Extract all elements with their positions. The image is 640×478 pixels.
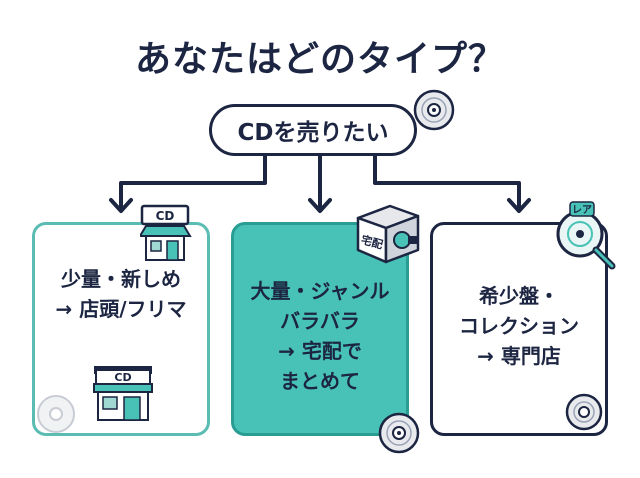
arrow-middle-icon xyxy=(308,198,332,213)
arrow-right-icon xyxy=(507,198,531,213)
card-right-line-2: コレクション xyxy=(459,314,579,338)
root-node: CDを売りたい xyxy=(209,104,417,156)
root-label: CDを売りたい xyxy=(237,120,389,146)
storefront-large-icon: CD xyxy=(93,366,153,421)
card-right-line-1: 希少盤・ xyxy=(479,284,559,308)
card-mid-line-1: 大量・ジャンル xyxy=(250,279,390,303)
delivery-box-icon: 宅配 xyxy=(356,204,420,264)
magnifier-icon: レア xyxy=(556,201,616,270)
store-sign-text-2: CD xyxy=(114,371,131,384)
arrow-left-icon xyxy=(109,198,133,213)
store-sign-text: CD xyxy=(156,209,175,223)
faint-disc-icon xyxy=(37,395,75,433)
card-mid-line-4: まとめて xyxy=(280,369,360,393)
card-mid-line-2: バラバラ xyxy=(280,309,360,333)
cd-disc-icon xyxy=(413,89,455,131)
card-left-line-1: 少量・新しめ xyxy=(61,267,181,291)
card-mid-line-3: → 宅配で xyxy=(278,339,362,363)
storefront-icon: CD xyxy=(140,204,192,261)
rare-label-text: レア xyxy=(572,204,592,216)
box-label-text: 宅配 xyxy=(360,232,385,251)
card-right-line-3: → 専門店 xyxy=(477,344,561,368)
cd-disc-mid-icon xyxy=(378,412,420,454)
page-title: あなたはどのタイプ？ xyxy=(134,39,505,80)
cd-disc-right-icon xyxy=(565,393,603,431)
card-left-line-2: → 店頭/フリマ xyxy=(55,297,187,321)
